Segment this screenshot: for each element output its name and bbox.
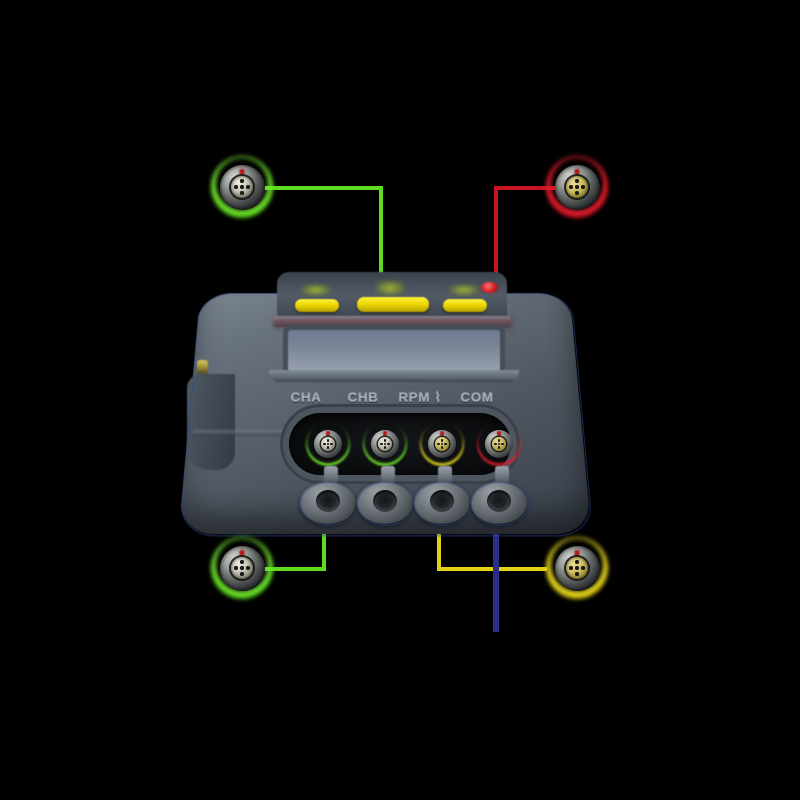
dust-cap-chb[interactable] xyxy=(357,466,415,526)
port-chb[interactable] xyxy=(363,422,407,466)
dust-cap-tether-rpm xyxy=(438,466,452,484)
leader-line-com-horizontal xyxy=(494,186,556,190)
callout-face-top-right xyxy=(566,176,588,198)
softkey-legend-left xyxy=(301,284,331,296)
port-barrel-rpm xyxy=(428,430,456,458)
callout-keyway-bottom-left xyxy=(239,549,245,556)
callout-keyway-top-left xyxy=(239,168,245,175)
port-cha[interactable] xyxy=(306,422,350,466)
softkey-center[interactable] xyxy=(357,297,429,312)
callout-connector-top-left[interactable] xyxy=(211,156,273,218)
device-side-grip xyxy=(187,374,235,470)
softkey-legend-right xyxy=(449,284,479,296)
port-barrel-cha xyxy=(314,430,342,458)
navy-marker-line xyxy=(493,522,499,632)
port-keyway-cha xyxy=(326,431,330,436)
port-face-rpm xyxy=(435,437,449,451)
callout-connector-bottom-left[interactable] xyxy=(211,537,273,599)
callout-barrel-top-left xyxy=(219,164,265,210)
dust-cap-hole-rim-com xyxy=(491,494,507,508)
softkey-right[interactable] xyxy=(443,299,487,312)
port-rpm[interactable] xyxy=(420,422,464,466)
screen-shade xyxy=(273,318,513,330)
dust-cap-hole-rim-cha xyxy=(320,494,336,508)
port-barrel-chb xyxy=(371,430,399,458)
callout-face-top-left xyxy=(231,176,253,198)
dust-cap-tether-com xyxy=(495,466,509,484)
lcd-display xyxy=(288,330,500,372)
port-label-rpm: RPM ⌇ xyxy=(398,390,442,405)
leader-line-chb-horizontal xyxy=(248,186,383,190)
callout-face-bottom-right xyxy=(566,557,588,579)
callout-barrel-bottom-right xyxy=(554,545,600,591)
dust-cap-tether-chb xyxy=(381,466,395,484)
softkey-legend-center xyxy=(375,280,405,296)
softkey-left[interactable] xyxy=(295,299,339,312)
dust-cap-com[interactable] xyxy=(471,466,529,526)
callout-keyway-top-right xyxy=(574,168,580,175)
dust-cap-hole-rim-rpm xyxy=(434,494,450,508)
leader-line-rpm-horizontal xyxy=(437,567,547,571)
display-bezel-ridge xyxy=(269,370,519,382)
port-com[interactable] xyxy=(477,422,521,466)
dust-cap-cha[interactable] xyxy=(300,466,358,526)
dust-cap-hole-rim-chb xyxy=(377,494,393,508)
callout-connector-bottom-right[interactable] xyxy=(546,537,608,599)
port-keyway-rpm xyxy=(440,431,444,436)
port-face-chb xyxy=(378,437,392,451)
port-label-cha: CHA xyxy=(290,390,322,405)
port-keyway-com xyxy=(497,431,501,436)
port-barrel-com xyxy=(485,430,513,458)
callout-barrel-top-right xyxy=(554,164,600,210)
instrument-device: CHA CHB RPM ⌇ COM xyxy=(178,270,594,545)
callout-barrel-bottom-left xyxy=(219,545,265,591)
port-face-com xyxy=(492,437,506,451)
port-label-com: COM xyxy=(460,390,494,405)
port-label-chb: CHB xyxy=(347,390,379,405)
callout-keyway-bottom-right xyxy=(574,549,580,556)
strap-lug xyxy=(197,360,208,374)
status-led xyxy=(481,282,498,293)
callout-face-bottom-left xyxy=(231,557,253,579)
port-keyway-chb xyxy=(383,431,387,436)
callout-connector-top-right[interactable] xyxy=(546,156,608,218)
dust-cap-rpm[interactable] xyxy=(414,466,472,526)
leader-line-cha-horizontal xyxy=(248,567,326,571)
dust-cap-tether-cha xyxy=(324,466,338,484)
port-face-cha xyxy=(321,437,335,451)
